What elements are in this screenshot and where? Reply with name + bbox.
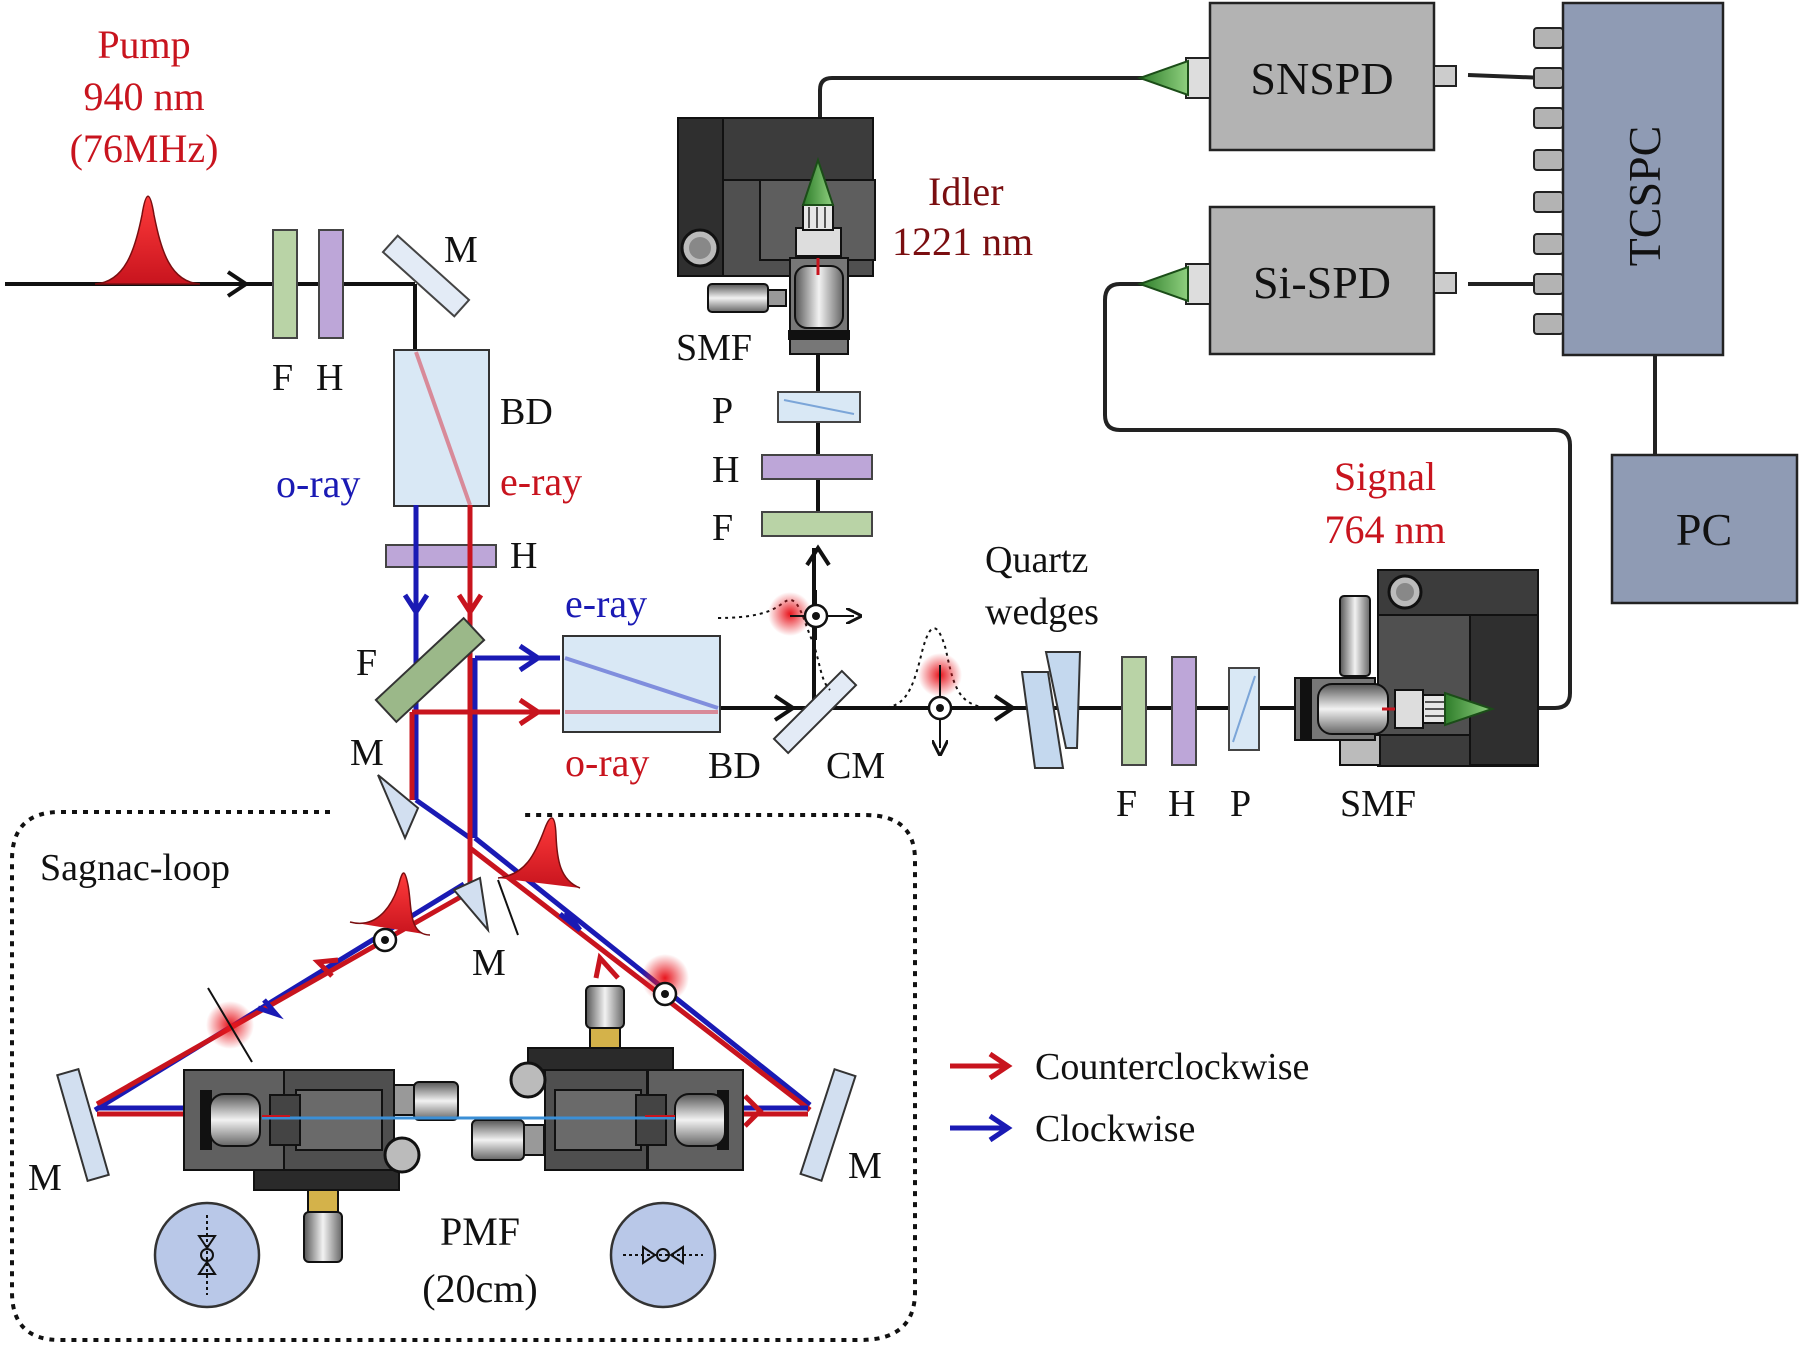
label-p-idler: P	[712, 390, 733, 432]
label-m-center: M	[472, 942, 506, 984]
label-f-signal: F	[1116, 783, 1137, 825]
signal-title: Signal	[1334, 454, 1436, 499]
idler-wavelength: 1221 nm	[892, 219, 1033, 264]
signal-coupling-stage	[1294, 569, 1539, 767]
colored-beams	[409, 505, 560, 895]
signal-profile	[879, 627, 991, 709]
idler-coupling-stage	[677, 117, 876, 355]
signal-wavelength: 764 nm	[1324, 507, 1445, 552]
arrow-idler-up	[805, 544, 831, 567]
label-smf-signal: SMF	[1340, 783, 1416, 825]
pmf-length: (20cm)	[422, 1266, 538, 1311]
label-h-signal: H	[1168, 783, 1195, 825]
label-m-left: M	[28, 1157, 62, 1199]
fiber-cross-section-icon-right	[609, 1201, 717, 1309]
pump-wavelength: 940 nm	[83, 74, 204, 119]
label-quartz-1: Quartz	[985, 539, 1088, 581]
label-bd-1: BD	[500, 391, 553, 433]
snspd-label: SNSPD	[1250, 53, 1393, 104]
label-cm: CM	[826, 745, 885, 787]
mirror-prism-center	[452, 876, 490, 934]
quartz-wedge-2	[1044, 651, 1082, 749]
arrow-pump	[226, 270, 250, 298]
label-m-top: M	[444, 229, 478, 271]
label-f-idler: F	[712, 507, 733, 549]
legend: Counterclockwise Clockwise	[950, 1046, 1309, 1150]
label-e-ray-1: e-ray	[500, 459, 582, 504]
mirror-prism-top	[377, 774, 420, 841]
label-m-right: M	[848, 1145, 882, 1187]
pulse-icon	[94, 195, 201, 285]
hwp-signal	[1171, 656, 1197, 766]
fiber-coupler-icon	[801, 156, 835, 206]
filter-idler	[761, 511, 873, 537]
pump-rate: (76MHz)	[70, 126, 219, 171]
label-o-ray-1: o-ray	[276, 461, 360, 506]
legend-label-cw: Clockwise	[1035, 1108, 1195, 1150]
filter-signal	[1121, 656, 1147, 766]
label-h-after-bd: H	[510, 535, 537, 577]
legend-label-ccw: Counterclockwise	[1035, 1046, 1309, 1088]
fiber-coupler-icon-signal	[1444, 691, 1496, 727]
sagnac-loop-label: Sagnac-loop	[40, 847, 230, 889]
hwp-idler	[761, 454, 873, 480]
fiber-coupler-icon-snspd	[1137, 59, 1189, 97]
tcspc-box	[1561, 1, 1725, 357]
pmf-stage-right	[471, 985, 744, 1171]
si-spd-box	[1208, 205, 1436, 356]
filter-diagonal	[374, 616, 486, 724]
arrow-signal	[993, 694, 1017, 722]
pulse-icon-loop-2	[497, 817, 581, 889]
sagnac-loop-frame	[10, 810, 917, 1342]
pc-box	[1610, 453, 1799, 605]
snspd-box	[1208, 1, 1436, 152]
tcspc-label: TCSPC	[1619, 126, 1670, 267]
label-p-signal: P	[1230, 783, 1251, 825]
fiber-coupler-icon-si	[1137, 265, 1189, 303]
filter-pump	[272, 229, 298, 339]
labels: Pump 940 nm (76MHz) F H M BD o-ray e-ray…	[28, 22, 1732, 1311]
label-h-pump: H	[316, 357, 343, 399]
fibers	[818, 73, 1657, 710]
arrow-into-cm	[773, 694, 797, 722]
mirror-right	[799, 1068, 857, 1182]
pulse-icon-loop-1	[349, 872, 431, 936]
si-spd-label: Si-SPD	[1253, 257, 1391, 308]
polarization-icon-signal	[927, 665, 953, 748]
label-h-idler: H	[712, 449, 739, 491]
label-f-diagonal: F	[356, 642, 377, 684]
label-quartz-2: wedges	[985, 591, 1099, 633]
tcspc-ports	[1533, 27, 1564, 335]
hwp-after-bd	[385, 544, 497, 568]
pmf-label: PMF	[440, 1209, 520, 1254]
pmf-stage-left	[183, 1069, 459, 1263]
label-m-prism: M	[350, 732, 384, 774]
polarization-icon	[790, 590, 854, 640]
mirror-left	[56, 1067, 110, 1183]
label-o-ray-2: o-ray	[565, 740, 649, 785]
label-f-pump: F	[272, 357, 293, 399]
hwp-pump	[318, 229, 344, 339]
cm-mirror	[772, 669, 858, 755]
idler-title: Idler	[928, 169, 1004, 214]
pc-label: PC	[1676, 504, 1732, 555]
quartz-wedge-1	[1020, 671, 1065, 769]
label-smf-idler: SMF	[676, 327, 752, 369]
label-e-ray-2: e-ray	[565, 581, 647, 626]
mirror-top	[381, 234, 471, 318]
pump-title: Pump	[97, 22, 190, 67]
fiber-cross-section-icon	[153, 1201, 261, 1309]
label-bd-2: BD	[708, 745, 761, 787]
